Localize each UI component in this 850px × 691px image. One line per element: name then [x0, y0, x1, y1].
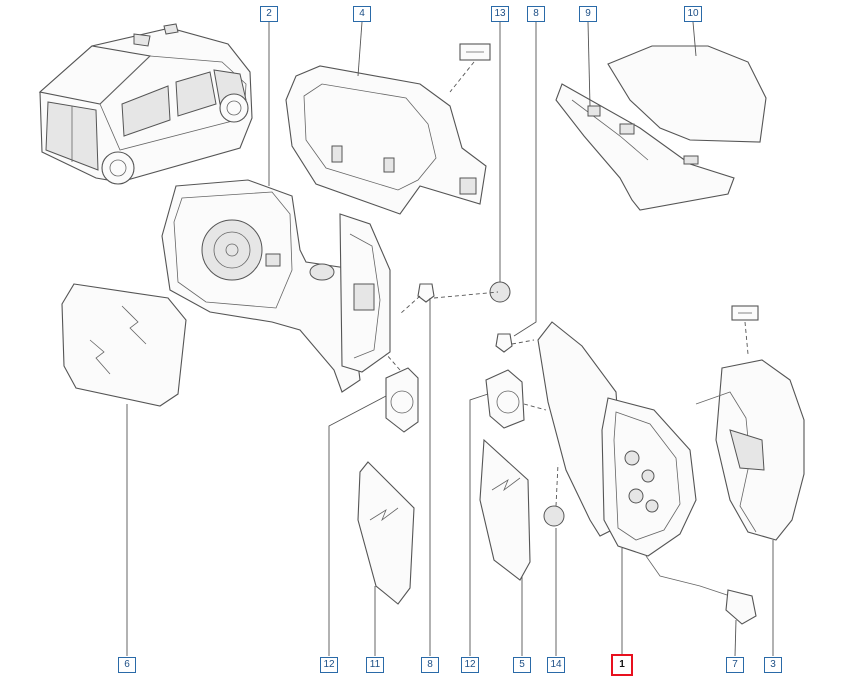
mirror-housing-left: [161, 179, 391, 393]
callout-14: 14: [547, 657, 565, 673]
callout-2: 2: [260, 6, 278, 22]
callout-11: 11: [366, 657, 384, 673]
callout-12-left: 12: [320, 657, 338, 673]
callout-4: 4: [353, 6, 371, 22]
callout-3: 3: [764, 657, 782, 673]
callout-10: 10: [684, 6, 702, 22]
cover-right: [695, 305, 805, 541]
cover-part: [285, 43, 491, 215]
callout-13: 13: [491, 6, 509, 22]
mirror-glass-large: [61, 283, 187, 407]
callout-1-highlighted: 1: [611, 654, 633, 676]
mirror-assembly-right: [537, 321, 757, 625]
callout-6: 6: [118, 657, 136, 673]
callout-5: 5: [513, 657, 531, 673]
callout-9: 9: [579, 6, 597, 22]
callout-7: 7: [726, 657, 744, 673]
trim-strip: [555, 83, 735, 211]
van-illustration: [38, 23, 253, 185]
fastener-parts: [385, 281, 565, 527]
cap-panel: [607, 45, 767, 143]
mirror-glass-small-right: [479, 438, 531, 581]
mirror-glass-small-left: [357, 461, 415, 605]
callout-8-top: 8: [527, 6, 545, 22]
callout-8-bottom: 8: [421, 657, 439, 673]
callout-12-right: 12: [461, 657, 479, 673]
